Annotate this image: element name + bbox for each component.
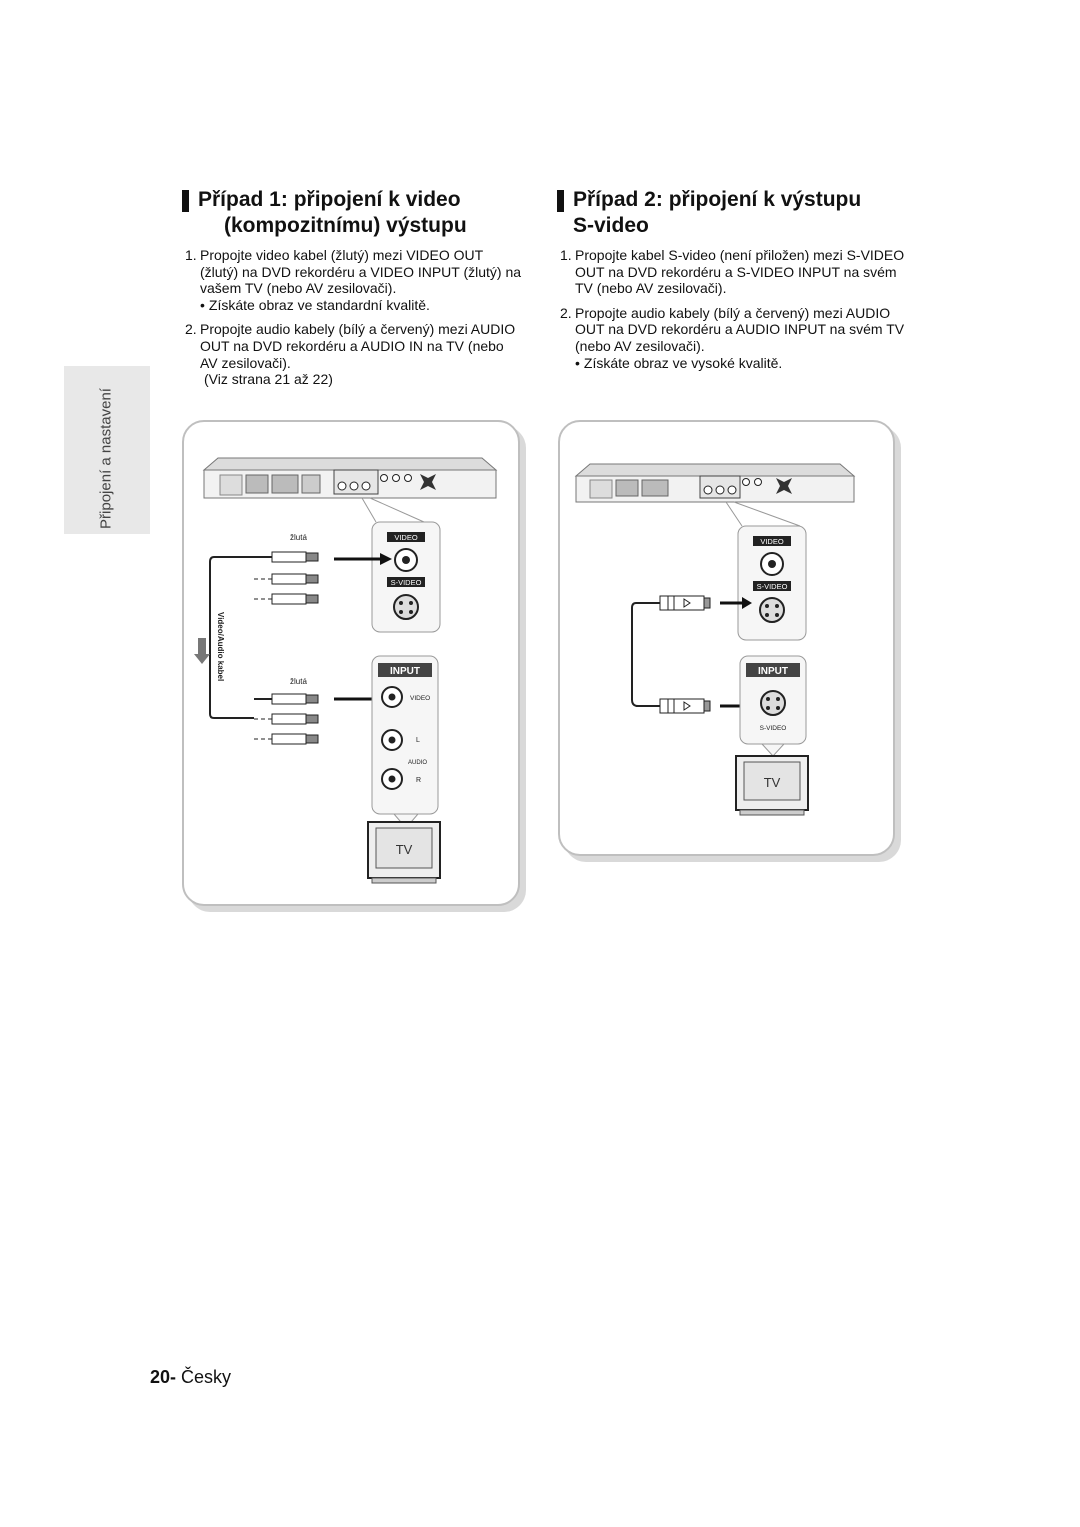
tv-label: TV bbox=[396, 842, 413, 857]
case1-step-2: 2. Propojte audio kabely (bílý a červený… bbox=[185, 321, 523, 387]
arrow-right-icon bbox=[742, 597, 752, 609]
input-video-label: VIDEO bbox=[410, 695, 430, 702]
case2-diagram-box: VIDEO S-VIDEO bbox=[558, 420, 895, 856]
case2-title-line2: S-video bbox=[573, 214, 649, 237]
arrow-down-icon bbox=[194, 638, 210, 664]
step-bullet: Získáte obraz ve vysoké kvalitě. bbox=[575, 355, 905, 372]
case1-steps: 1. Propojte video kabel (žlutý) mezi VID… bbox=[185, 247, 523, 396]
page-language: Česky bbox=[181, 1367, 232, 1387]
step-text: Propojte kabel S-video (není přiložen) m… bbox=[575, 247, 905, 297]
page-footer: 20- Česky bbox=[150, 1367, 231, 1388]
input-r-label: R bbox=[416, 777, 421, 784]
input-svideo-label: S-VIDEO bbox=[760, 725, 787, 732]
input-header-label: INPUT bbox=[758, 666, 788, 677]
step-text: Propojte audio kabely (bílý a červený) m… bbox=[200, 321, 516, 371]
panel-svideo-label: S-VIDEO bbox=[391, 578, 422, 587]
tv-icon: TV bbox=[735, 755, 809, 816]
panel-svideo-label: S-VIDEO bbox=[757, 582, 788, 591]
case2-step-2: 2. Propojte audio kabely (bílý a červený… bbox=[560, 305, 905, 371]
case2-title-line1: Případ 2: připojení k výstupu bbox=[573, 188, 862, 211]
case2-diagram: VIDEO S-VIDEO bbox=[574, 463, 856, 816]
svideo-plug-top bbox=[659, 595, 711, 611]
case1-diagram: VIDEO S-VIDEO žlutá Video/Audio kabel bbox=[194, 457, 498, 884]
step-number: 1. bbox=[560, 247, 572, 263]
dvd-recorder-rear-icon bbox=[202, 457, 498, 499]
sidebar-tab bbox=[64, 366, 150, 534]
tv-input-panel: INPUT S-VIDEO bbox=[739, 655, 807, 757]
case2-step-1: 1. Propojte kabel S-video (není přiložen… bbox=[560, 247, 905, 297]
step-text: Propojte video kabel (žlutý) mezi VIDEO … bbox=[200, 247, 522, 297]
tv-icon: TV bbox=[367, 821, 441, 884]
arrow-right-icon bbox=[380, 553, 392, 565]
case2-title: Případ 2: připojení k výstupu S-video bbox=[557, 187, 862, 239]
rca-plugs-top bbox=[254, 551, 319, 605]
tv-label: TV bbox=[764, 775, 781, 790]
input-audio-label: AUDIO bbox=[408, 760, 427, 766]
case1-step-1: 1. Propojte video kabel (žlutý) mezi VID… bbox=[185, 247, 523, 313]
input-l-label: L bbox=[416, 737, 420, 744]
dvd-output-panel: VIDEO S-VIDEO bbox=[737, 525, 807, 641]
rca-plugs-bottom bbox=[254, 693, 319, 745]
yellow-label-top: žlutá bbox=[290, 533, 307, 542]
title-bar-marker bbox=[182, 190, 189, 212]
cable-label: Video/Audio kabel bbox=[216, 612, 225, 681]
case1-title-line2: (kompozitnímu) výstupu bbox=[224, 214, 467, 237]
step-text: Propojte audio kabely (bílý a červený) m… bbox=[575, 304, 905, 354]
step-note: (Viz strana 21 až 22) bbox=[204, 371, 333, 388]
case1-title-line1: Případ 1: připojení k video bbox=[198, 188, 461, 211]
page-number: 20- bbox=[150, 1367, 177, 1387]
case1-diagram-box: VIDEO S-VIDEO žlutá Video/Audio kabel bbox=[182, 420, 520, 906]
panel-video-label: VIDEO bbox=[760, 537, 784, 546]
dvd-recorder-rear-icon bbox=[574, 463, 856, 503]
tv-input-panel: INPUT VIDEO L AUDIO R bbox=[371, 655, 439, 829]
case1-title: Případ 1: připojení k video (kompozitním… bbox=[182, 187, 467, 239]
step-number: 1. bbox=[185, 247, 197, 263]
step-bullet: Získáte obraz ve standardní kvalitě. bbox=[200, 297, 523, 314]
svideo-plug-bottom bbox=[659, 698, 711, 714]
dvd-output-panel: VIDEO S-VIDEO bbox=[371, 521, 441, 633]
step-number: 2. bbox=[560, 304, 572, 321]
panel-video-label: VIDEO bbox=[394, 533, 418, 542]
sidebar-tab-label: Připojení a nastavení bbox=[97, 388, 115, 529]
case2-steps: 1. Propojte kabel S-video (není přiložen… bbox=[560, 247, 905, 379]
yellow-label-bottom: žlutá bbox=[290, 677, 307, 686]
title-bar-marker bbox=[557, 190, 564, 212]
input-header-label: INPUT bbox=[390, 666, 420, 677]
step-number: 2. bbox=[185, 321, 197, 338]
